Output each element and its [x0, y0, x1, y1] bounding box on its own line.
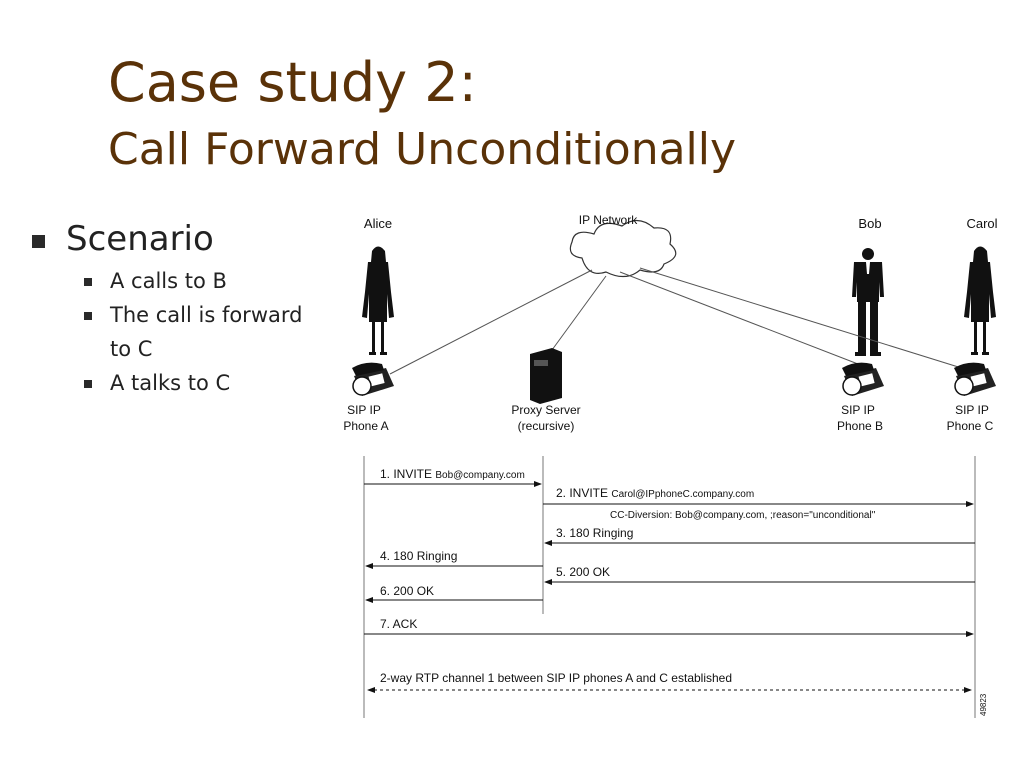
bullet-list: Scenario A calls to B The call is forwar…: [28, 214, 328, 400]
person-label-bob: Bob: [858, 216, 881, 231]
phone-c-icon: [953, 361, 997, 397]
sub-bullet-item: A talks to C: [28, 366, 310, 400]
phone-a-label-line1: SIP IP: [347, 403, 381, 417]
carol-figure: [964, 246, 996, 355]
message-label-6: 6. 200 OK: [380, 584, 434, 598]
call-flow-diagram: Alice Bob Carol IP Network SIP IP Phone …: [343, 213, 998, 718]
person-label-carol: Carol: [966, 216, 997, 231]
proxy-server-icon: [530, 348, 562, 404]
phone-b-label-line1: SIP IP: [841, 403, 875, 417]
proxy-label-line1: Proxy Server: [511, 403, 580, 417]
message-label-1: 1. INVITE Bob@company.com: [380, 467, 525, 481]
ip-network-cloud: [569, 219, 677, 278]
phone-c-label-line2: Phone C: [947, 419, 994, 433]
phone-a-label-line2: Phone A: [343, 419, 388, 433]
slide-subtitle: Call Forward Unconditionally: [108, 124, 737, 175]
proxy-label-line2: (recursive): [518, 419, 575, 433]
phone-c-label-line1: SIP IP: [955, 403, 989, 417]
alice-figure: [362, 246, 394, 355]
phone-a-icon: [351, 361, 395, 397]
sub-bullet-item: A calls to B: [28, 264, 310, 298]
ip-network-label: IP Network: [579, 213, 638, 227]
phone-b-icon: [841, 361, 885, 397]
message-label-4: 4. 180 Ringing: [380, 549, 457, 563]
rtp-channel-label: 2-way RTP channel 1 between SIP IP phone…: [380, 671, 732, 685]
message-label-7: 7. ACK: [380, 617, 417, 631]
bob-figure: [852, 248, 884, 356]
figure-id: 49823: [979, 693, 988, 716]
slide-title: Case study 2:: [108, 51, 477, 114]
sub-bullet-item: The call is forward to C: [28, 298, 310, 366]
sub-bullet-list: A calls to B The call is forward to C A …: [28, 264, 328, 400]
message-label-2: 2. INVITE Carol@IPphoneC.company.com: [556, 486, 754, 500]
message-label-5: 5. 200 OK: [556, 565, 610, 579]
phone-b-label-line2: Phone B: [837, 419, 883, 433]
message-label-3: 3. 180 Ringing: [556, 526, 633, 540]
message-label-diversion: CC-Diversion: Bob@company.com, ;reason="…: [610, 510, 876, 521]
person-label-alice: Alice: [364, 216, 392, 231]
bullet-scenario: Scenario: [28, 214, 328, 264]
